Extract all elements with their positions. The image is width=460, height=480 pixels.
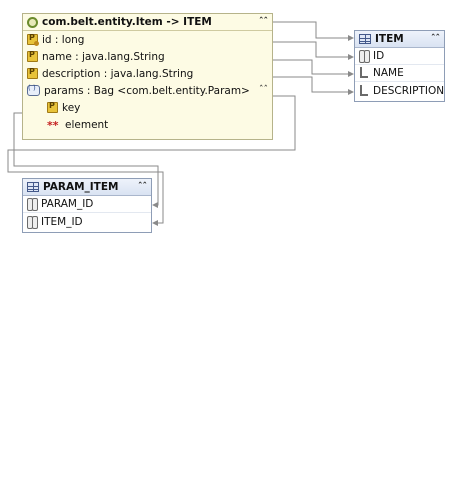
column-label: NAME <box>373 67 404 79</box>
connector-arrowhead <box>152 202 158 208</box>
entity-icon <box>27 16 38 28</box>
column-label: ID <box>373 50 385 62</box>
table-param-item[interactable]: PARAM_ITEM ˆˆ PARAM_ID ITEM_ID <box>22 178 152 233</box>
table-header[interactable]: PARAM_ITEM ˆˆ <box>23 179 151 196</box>
key-icon <box>27 198 38 211</box>
connector-name-to-NAME <box>273 59 350 75</box>
key-icon <box>359 50 370 63</box>
element-icon <box>47 119 61 131</box>
attribute-row-id[interactable]: id : long <box>23 31 272 48</box>
column-row-id[interactable]: ID <box>355 48 444 65</box>
entity-mapping-item[interactable]: com.belt.entity.Item -> ITEM ˆˆ id : lon… <box>22 13 273 140</box>
attribute-row-name[interactable]: name : java.lang.String <box>23 48 272 65</box>
connector-description-to-DESCRIPTION <box>273 76 350 93</box>
collapse-icon[interactable]: ˆˆ <box>138 181 147 192</box>
attribute-icon <box>27 67 38 79</box>
bag-icon <box>27 84 40 96</box>
collapse-icon[interactable]: ˆˆ <box>259 85 268 95</box>
attribute-icon <box>27 50 38 62</box>
attribute-row-description[interactable]: description : java.lang.String <box>23 65 272 82</box>
column-row-name[interactable]: NAME <box>355 65 444 82</box>
connector-id-to-ID <box>273 41 350 58</box>
column-icon <box>359 67 369 79</box>
attribute-row-key[interactable]: key <box>23 99 272 116</box>
attribute-label: name : java.lang.String <box>42 50 165 63</box>
key-icon <box>27 215 38 229</box>
attribute-row-params[interactable]: params : Bag <com.belt.entity.Param> ˆˆ <box>23 82 272 99</box>
table-icon <box>27 182 39 192</box>
column-row-item-id[interactable]: ITEM_ID <box>23 213 151 230</box>
entity-title: com.belt.entity.Item -> ITEM <box>42 16 212 28</box>
column-icon <box>359 84 369 97</box>
attribute-label: key <box>62 101 81 114</box>
table-icon <box>359 34 371 44</box>
column-label: DESCRIPTION <box>373 84 445 97</box>
table-header[interactable]: ITEM ˆˆ <box>355 31 444 48</box>
column-row-param-id[interactable]: PARAM_ID <box>23 196 151 213</box>
entity-header[interactable]: com.belt.entity.Item -> ITEM ˆˆ <box>23 14 272 31</box>
connector-arrowhead <box>152 220 158 226</box>
attribute-label: params : Bag <com.belt.entity.Param> <box>44 84 250 97</box>
column-row-description[interactable]: DESCRIPTION <box>355 82 444 99</box>
table-title: ITEM <box>375 33 404 45</box>
id-attribute-icon <box>27 33 39 46</box>
connector-entity-to-item <box>273 21 350 39</box>
table-item[interactable]: ITEM ˆˆ ID NAME DESCRIPTION <box>354 30 445 102</box>
attribute-icon <box>47 101 58 113</box>
attribute-label: description : java.lang.String <box>42 67 194 80</box>
collapse-icon[interactable]: ˆˆ <box>431 33 440 44</box>
attribute-label: id : long <box>42 33 85 46</box>
column-label: ITEM_ID <box>41 215 83 228</box>
collapse-icon[interactable]: ˆˆ <box>259 16 268 27</box>
column-label: PARAM_ID <box>41 198 94 210</box>
table-title: PARAM_ITEM <box>43 181 119 193</box>
attribute-label: element <box>65 118 109 131</box>
attribute-row-element[interactable]: element <box>23 116 272 133</box>
